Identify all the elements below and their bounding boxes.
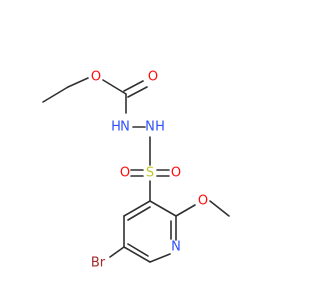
- bond-methoxy-o-ch3: [209, 200, 230, 217]
- bond-lines: [42, 77, 230, 263]
- methoxy-oxygen-label: O: [198, 194, 208, 209]
- hydrazine-nh-left-n-label: N: [120, 120, 130, 135]
- bond-ester-o-carbonyl-c: [102, 79, 127, 95]
- bond-carbonyl-double-1: [123, 80, 144, 92]
- bond-ring-c4-c3-outer: [123, 200, 151, 217]
- bond-ethyl-ch3-ch2: [42, 86, 69, 103]
- bond-ethyl-ch2-ester-o: [67, 77, 89, 88]
- bond-ring-n-c6: [149, 253, 171, 263]
- atom-labels: O O N H N H S O O O N Br: [91, 70, 208, 271]
- bond-ring-c2-methoxy-o: [175, 204, 196, 217]
- sulfonyl-oxygen-left-label: O: [120, 166, 130, 181]
- bond-ring-c6-c5-inner: [127, 243, 149, 257]
- sulfur-label: S: [146, 166, 154, 181]
- bond-carbonyl-double-2: [127, 86, 148, 98]
- bond-ring-c4-c3-inner: [127, 206, 151, 221]
- pyridine-nitrogen-label: N: [171, 240, 181, 255]
- bromine-label: Br: [91, 256, 106, 271]
- ester-oxygen-label: O: [91, 70, 101, 85]
- hydrazine-nh-left-h-label: H: [111, 120, 121, 135]
- bond-ring-c5-bromine: [109, 246, 125, 258]
- bond-ring-c3-c2: [149, 200, 177, 217]
- chemical-structure-diagram: O O N H N H S O O O N Br: [42, 70, 230, 271]
- hydrazine-nh-right-n-label: N: [145, 120, 155, 135]
- bond-ring-c6-c5-outer: [123, 246, 151, 263]
- sulfonyl-oxygen-right-label: O: [171, 166, 181, 181]
- carbonyl-oxygen-label: O: [148, 70, 158, 85]
- hydrazine-nh-right-h-label: H: [155, 120, 165, 135]
